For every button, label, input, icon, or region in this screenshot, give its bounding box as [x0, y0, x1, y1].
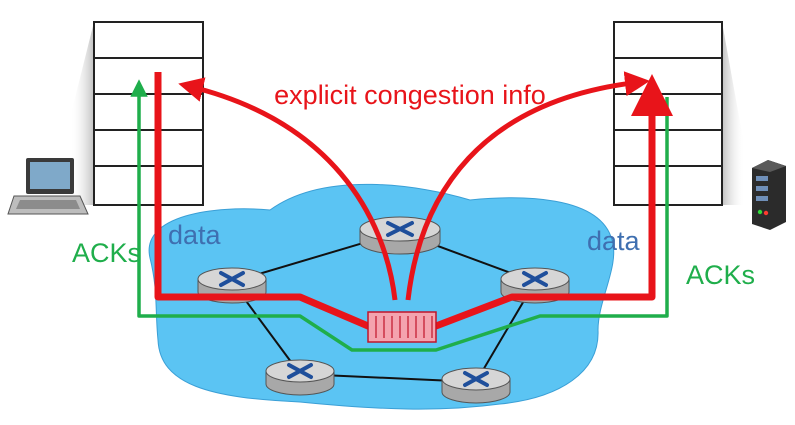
congestion-arc-left	[178, 77, 398, 301]
right-stack-shadow	[722, 22, 745, 205]
data-label-left: data	[168, 220, 222, 250]
laptop-computer-icon	[7, 158, 89, 215]
router-queue-buffer	[367, 311, 437, 343]
congestion-arc-right	[405, 71, 650, 301]
server-icon	[752, 160, 786, 230]
router-bottom-right	[441, 367, 511, 404]
acks-label-left: ACKs	[72, 238, 141, 268]
data-label-right: data	[587, 226, 641, 256]
explicit-congestion-label: explicit congestion info	[274, 80, 546, 110]
left-protocol-stack	[93, 21, 204, 206]
acks-label-right: ACKs	[686, 260, 755, 290]
router-bottom-left	[265, 359, 335, 396]
network-cloud	[148, 183, 615, 410]
ack-path	[130, 79, 669, 352]
left-stack-shadow	[70, 22, 94, 205]
